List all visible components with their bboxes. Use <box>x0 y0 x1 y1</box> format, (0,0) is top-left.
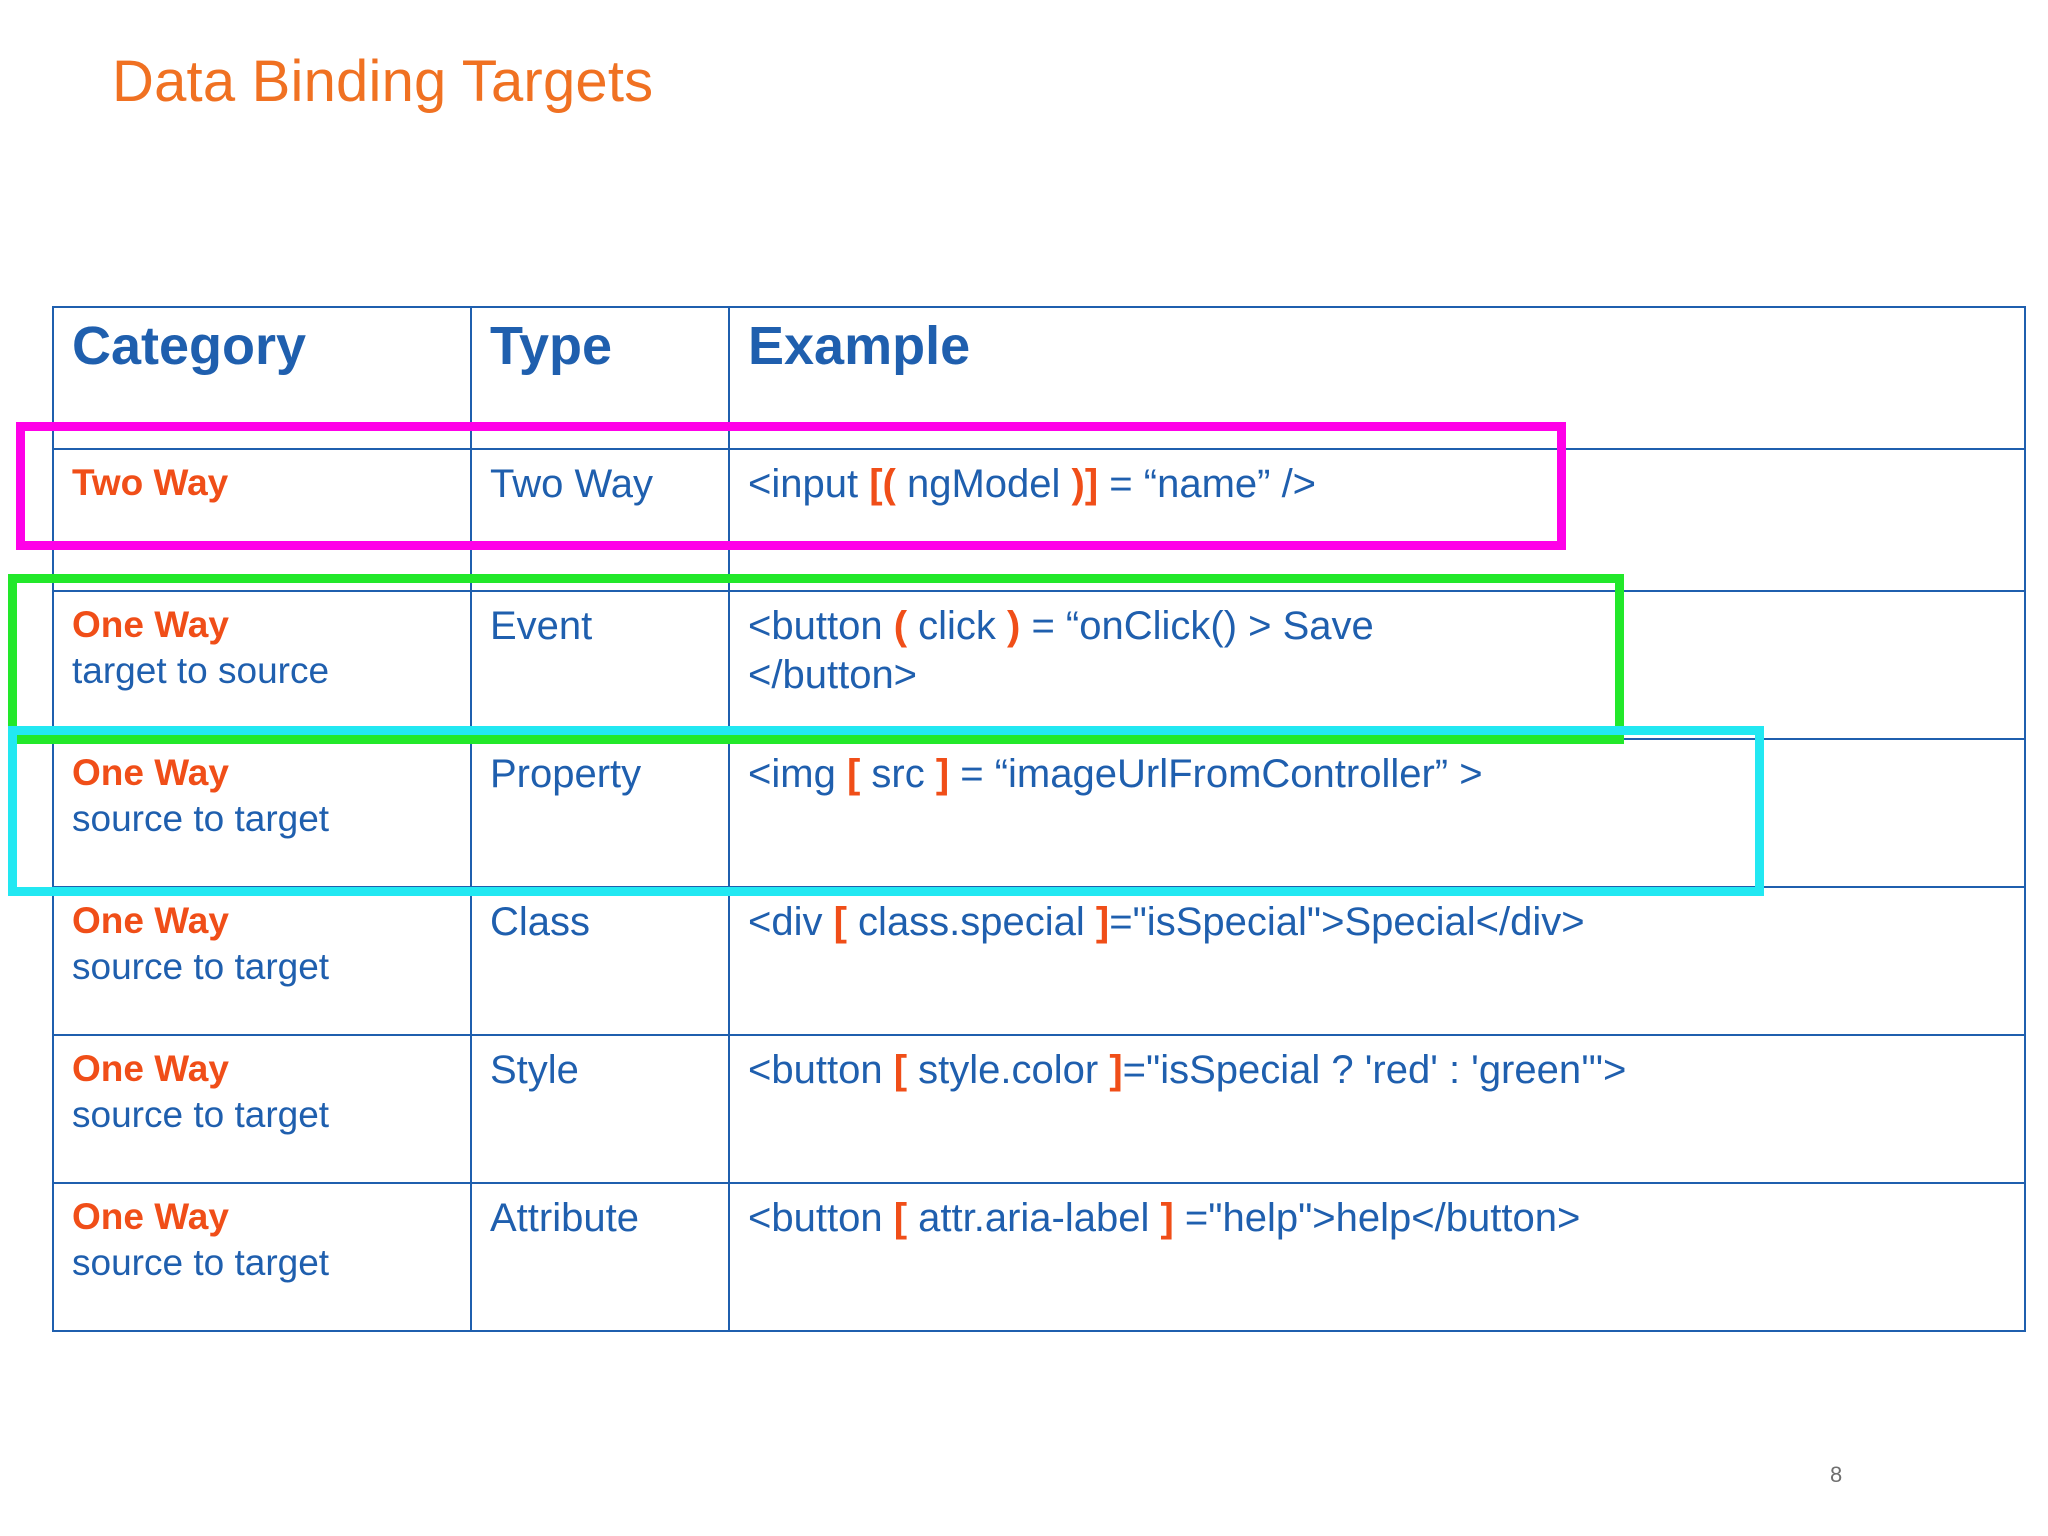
column-header-example-label: Example <box>748 316 971 376</box>
category-main-label: One Way <box>72 1048 229 1089</box>
binding-syntax-token: ( <box>893 604 908 648</box>
binding-syntax-token: ] <box>1109 1048 1123 1092</box>
example-code-line: <button ( click ) = “onClick() > Save <box>748 602 2008 651</box>
cell-example: <img [ src ] = “imageUrlFromController” … <box>728 738 2026 888</box>
binding-syntax-token: ) <box>1007 604 1021 648</box>
code-text: <button <box>748 604 894 648</box>
column-header-type: Type <box>470 306 730 450</box>
category-sub-label: source to target <box>72 797 330 839</box>
example-code: <button [ attr.aria-label ] ="help">help… <box>748 1194 2008 1243</box>
column-header-type-label: Type <box>490 316 613 376</box>
code-text: class.special <box>846 900 1096 944</box>
category-main-label: One Way <box>72 604 229 645</box>
example-code-line: <img [ src ] = “imageUrlFromController” … <box>748 750 2008 799</box>
category-sub-label: source to target <box>72 1093 330 1135</box>
binding-syntax-token: [ <box>893 1196 908 1240</box>
binding-syntax-token: [ <box>846 752 861 796</box>
code-text: <img <box>748 752 847 796</box>
code-text: <div <box>748 900 834 944</box>
code-text: <button <box>748 1196 894 1240</box>
cell-example: <button [ style.color ]="isSpecial ? 're… <box>728 1034 2026 1184</box>
code-text: = “onClick() > Save <box>1020 604 1374 648</box>
data-binding-targets-table: Category Type Example Two Way Two Way <inp… <box>52 306 2026 1332</box>
code-text: click <box>907 604 1008 648</box>
category-main-label: One Way <box>72 1196 229 1237</box>
code-text: attr.aria-label <box>907 1196 1161 1240</box>
code-text: ngModel <box>895 462 1072 506</box>
type-label: Style <box>490 1048 579 1092</box>
cell-type: Property <box>470 738 730 888</box>
cell-type: Style <box>470 1034 730 1184</box>
example-code-line: <div [ class.special ]="isSpecial">Speci… <box>748 898 2008 947</box>
cell-type: Class <box>470 886 730 1036</box>
code-text: = “imageUrlFromController” > <box>949 752 1483 796</box>
column-header-example: Example <box>728 306 2026 450</box>
cell-example: <button [ attr.aria-label ] ="help">help… <box>728 1182 2026 1332</box>
category-sub-label: source to target <box>72 1241 330 1283</box>
code-text: <button <box>748 1048 894 1092</box>
column-header-category: Category <box>52 306 472 450</box>
cell-example: <div [ class.special ]="isSpecial">Speci… <box>728 886 2026 1036</box>
code-text: ="isSpecial">Special</div> <box>1109 900 1585 944</box>
type-label: Property <box>490 752 642 796</box>
table-header-row: Category Type Example <box>52 306 2026 450</box>
cell-example: <input [( ngModel )] = “name” /> <box>728 448 2026 592</box>
binding-syntax-token: ] <box>1160 1196 1174 1240</box>
cell-type: Event <box>470 590 730 740</box>
binding-syntax-token: )] <box>1071 462 1099 506</box>
cell-category: Two Way <box>52 448 472 592</box>
binding-syntax-token: ] <box>935 752 950 796</box>
category-sub-label: target to source <box>72 649 330 691</box>
example-code-line: <input [( ngModel )] = “name” /> <box>748 460 2008 509</box>
type-label: Attribute <box>490 1196 639 1240</box>
type-label: Class <box>490 900 591 944</box>
type-label: Two Way <box>490 462 653 506</box>
binding-syntax-token: ] <box>1095 900 1110 944</box>
binding-syntax-token: [ <box>833 900 847 944</box>
type-label: Event <box>490 604 593 648</box>
page-number: 8 <box>1830 1462 1843 1487</box>
code-text: = “name” /> <box>1098 462 1317 506</box>
code-text: <input <box>748 462 870 506</box>
code-text: ="isSpecial ? 'red' : 'green'"> <box>1122 1048 1627 1092</box>
example-code-line: <button [ attr.aria-label ] ="help">help… <box>748 1194 2008 1243</box>
category-main-label: Two Way <box>72 462 229 503</box>
example-code-line: <button [ style.color ]="isSpecial ? 're… <box>748 1046 2008 1095</box>
category-main-label: One Way <box>72 752 229 793</box>
cell-type: Attribute <box>470 1182 730 1332</box>
example-code: <input [( ngModel )] = “name” /> <box>748 460 2008 509</box>
example-code-line: </button> <box>748 651 2008 700</box>
example-code: <button [ style.color ]="isSpecial ? 're… <box>748 1046 2008 1095</box>
page-title: Data Binding Targets <box>112 49 654 114</box>
code-text: </button> <box>748 652 918 697</box>
category-sub-label: source to target <box>72 945 330 987</box>
cell-type: Two Way <box>470 448 730 592</box>
code-text: src <box>860 752 936 796</box>
code-text: style.color <box>907 1048 1110 1092</box>
example-code: <button ( click ) = “onClick() > Save</b… <box>748 602 2008 700</box>
example-code: <div [ class.special ]="isSpecial">Speci… <box>748 898 2008 947</box>
example-code: <img [ src ] = “imageUrlFromController” … <box>748 750 2008 799</box>
table-row: Two Way Two Way <input [( ngModel )] = “na… <box>52 448 2026 592</box>
binding-syntax-token: [( <box>869 462 896 506</box>
cell-example: <button ( click ) = “onClick() > Save</b… <box>728 590 2026 740</box>
table-header: Category Type Example <box>52 306 2026 450</box>
binding-syntax-token: [ <box>893 1048 908 1092</box>
category-main-label: One Way <box>72 900 229 941</box>
binding-table-container: Category Type Example Two Way Two Way <inp… <box>52 306 2026 1332</box>
column-header-category-label: Category <box>72 316 307 376</box>
code-text: ="help">help</button> <box>1173 1196 1581 1240</box>
